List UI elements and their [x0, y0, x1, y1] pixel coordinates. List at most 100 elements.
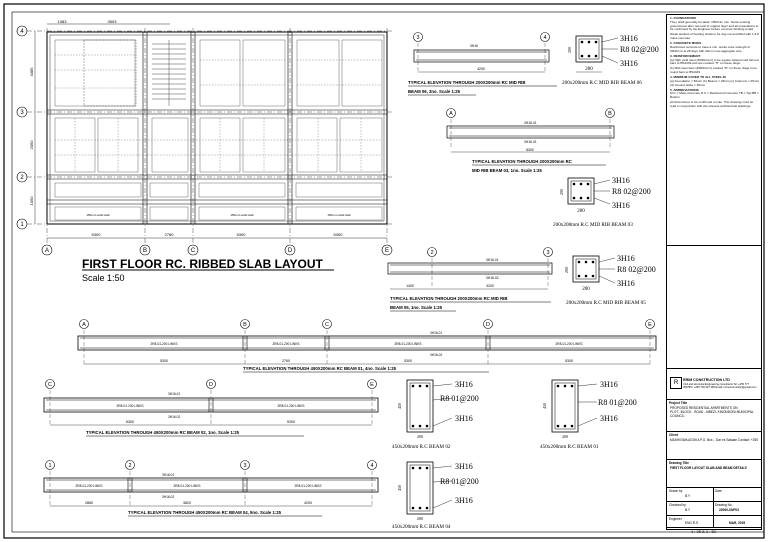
e01-grid-B: B — [243, 322, 247, 328]
engineer-label: Engineer — [669, 517, 682, 521]
e01-links-3: 2R8-01-200 LINKS — [395, 342, 422, 346]
note-1-head: 1. FOUNDATIONS — [670, 16, 696, 20]
e04-bar-bot: 3H16-02 — [162, 495, 174, 499]
note-5-body: (b) Mild steel bars (250N/mm²) marked "R… — [670, 66, 757, 75]
date-label: Date — [715, 489, 722, 493]
e04-grid-3: 3 — [243, 463, 246, 469]
e02-caption: TYPICAL ELEVATION THROUGH 450X200mm RC B… — [86, 430, 240, 435]
project-label: Project Title — [669, 401, 688, 405]
divider — [667, 399, 761, 400]
note-7-body: M.C = Mass Concrete R.C = Reinforced Con… — [670, 91, 759, 100]
e06-caption-1: TYPICAL ELEVATION THROUGH 200X200mm RC M… — [408, 80, 525, 85]
e03-caption-2: MID RIB BEAM 03, 1no. Scale 1:25 — [472, 168, 542, 173]
s04-width: 200 — [417, 516, 423, 521]
s03-top: 3H16 — [612, 176, 630, 185]
note-4-body: (a) High yield steel (460N/mm²) to be sq… — [670, 57, 759, 66]
e04-links-3: 2R8-01-200 LINKS — [295, 484, 322, 488]
e04-links-1: 2R8-01-200 LINKS — [76, 484, 103, 488]
e04-caption: TYPICAL ELEVATION THROUGH 450X200mm RC B… — [128, 510, 282, 515]
e04-links-2: 2R8-01-200 LINKS — [174, 484, 201, 488]
s03-width: 200 — [577, 209, 585, 214]
date-value: MAR, 2025 — [729, 521, 746, 525]
e05-bar-bot: 3H16-02 — [486, 276, 499, 280]
e02-grid-D: D — [209, 382, 213, 388]
plan-left-dim-3: 1050 — [29, 196, 34, 206]
elevation-beam-03: A B 3H16-01 3H16-01 5300 TYPICAL ELEVATI… — [446, 108, 615, 173]
note-4-head: 3. REINFORCEMENT — [670, 53, 701, 58]
e03-grid-B: B — [608, 111, 612, 117]
e05-grid-3: 3 — [546, 250, 549, 256]
company-logo-icon: R — [670, 377, 682, 389]
s05-height: 200 — [564, 267, 569, 273]
solid-slab-note-3: 150mm solid slab — [327, 213, 351, 217]
e06-grid-3: 3 — [416, 35, 419, 41]
e01-bar-top: 3H16-01 — [430, 331, 442, 335]
note-2-body: Weak pockets of bearing strata to be dug… — [670, 32, 759, 41]
e02-dim-2: 5300 — [287, 420, 295, 424]
s02-link: R8 01@200 — [440, 394, 479, 403]
section-beam-05: 3H16 R8 02@200 3H16 200 200 200x200mm R.… — [564, 254, 656, 306]
s02-height: 450 — [397, 403, 402, 409]
grid-row-4: 4 — [20, 29, 24, 35]
drawn-by-value: B.Y — [685, 494, 691, 498]
elevation-beam-06: 3 4 3H16 4200 TYPICAL ELEVATION THROUGH … — [408, 32, 557, 96]
e05-caption-2: BEAM 05, 1no. Scale 1:25 — [390, 305, 443, 310]
elevation-beam-05: 2 3 3H16-01 3H16-02 1400 3200 TYPICAL EL… — [387, 247, 553, 312]
e01-grid-E: E — [648, 322, 652, 328]
note-3-head: 2. CONCRETE MIXES — [670, 41, 702, 46]
s01-width: 200 — [562, 434, 568, 439]
s03-caption: 200x200mm R.C MID RIB BEAM 03 — [553, 222, 633, 228]
s05-top: 3H16 — [617, 254, 635, 263]
divider — [667, 487, 761, 488]
e02-grid-C: C — [48, 382, 52, 388]
e06-dim: 4200 — [477, 67, 485, 71]
e04-grid-1: 1 — [48, 463, 51, 469]
grid-col-E: E — [385, 248, 389, 254]
s02-top: 3H16 — [455, 380, 473, 389]
e06-grid-4: 4 — [543, 35, 546, 41]
s05-width: 200 — [582, 287, 590, 292]
e02-links-1: 2R8-01-200 LINKS — [117, 404, 144, 408]
note-8-body: All dimensions to be confirmed on site. … — [670, 100, 754, 109]
plan-bottom-dim-3: 5300 — [237, 232, 247, 237]
e02-links-2: 2R8-01-200 LINKS — [278, 404, 305, 408]
e02-grid-E: E — [370, 382, 374, 388]
plan-top-dim-2: 3503 — [108, 19, 118, 24]
s01-height: 450 — [542, 403, 547, 409]
e06-caption-2: BEAM 06, 3no. Scale 1:25 — [408, 89, 461, 94]
plan-left-dim-1: 4385 — [29, 67, 34, 77]
grid-col-C: C — [191, 248, 196, 254]
plan-bottom-dim-2: 2760 — [165, 232, 175, 237]
s01-bot: 3H16 — [600, 414, 618, 423]
grid-col-D: D — [288, 248, 293, 254]
cell-divider — [713, 487, 714, 527]
e01-links-1: 2R8-01-200 LINKS — [151, 342, 178, 346]
s05-bot: 3H16 — [617, 279, 635, 288]
section-beam-01: 3H16 R8 01@200 3H16 450 200 450x200mm R.… — [540, 379, 637, 450]
scale-value: 1 : 25 & 1 : 50. — [691, 529, 718, 534]
e03-caption-1: TYPICAL ELEVATION THROUGH 200X200mm RC — [472, 159, 572, 164]
s04-bot: 3H16 — [455, 496, 473, 505]
section-beam-06: 3H16 R8 02@200 3H16 200 200 200x200mm R.… — [562, 34, 659, 86]
floor-plan: 1083 3503 — [16, 19, 393, 283]
e05-dim-2: 3200 — [486, 284, 494, 288]
e04-bar-top: 3H16-01 — [162, 473, 174, 477]
s05-caption: 200x200mm R.C MID RIB BEAM 05 — [566, 300, 646, 306]
company-subtitle: Civil and structural Engineering consult… — [683, 383, 757, 389]
s06-bot: 3H16 — [620, 59, 638, 68]
e05-bar-top: 3H16-01 — [486, 258, 499, 262]
plan-top-dim-1: 1083 — [58, 19, 68, 24]
e01-dim-4: 5300 — [565, 359, 573, 363]
section-beam-02: 3H16 R8 01@200 3H16 450 200 450x200mm R.… — [392, 379, 479, 450]
drawing-no-label: Drawing No. — [715, 503, 733, 507]
e04-dim-3: 4200 — [304, 501, 312, 505]
section-beam-03: 3H16 R8 02@200 3H16 200 200 200x200mm R.… — [553, 176, 651, 228]
e05-dim-1: 1400 — [406, 284, 414, 288]
e01-grid-A: A — [82, 322, 86, 328]
s06-height: 200 — [567, 47, 572, 53]
s04-top: 3H16 — [455, 462, 473, 471]
note-7-head: 5. ABBREVIATIONS — [670, 87, 699, 92]
e01-dim-2: 2760 — [282, 359, 290, 363]
drawn-by-label: Drawn by — [669, 489, 683, 493]
note-6-body: (a) Foundation = 50mm (b) Beams = 25mm (… — [670, 78, 760, 87]
